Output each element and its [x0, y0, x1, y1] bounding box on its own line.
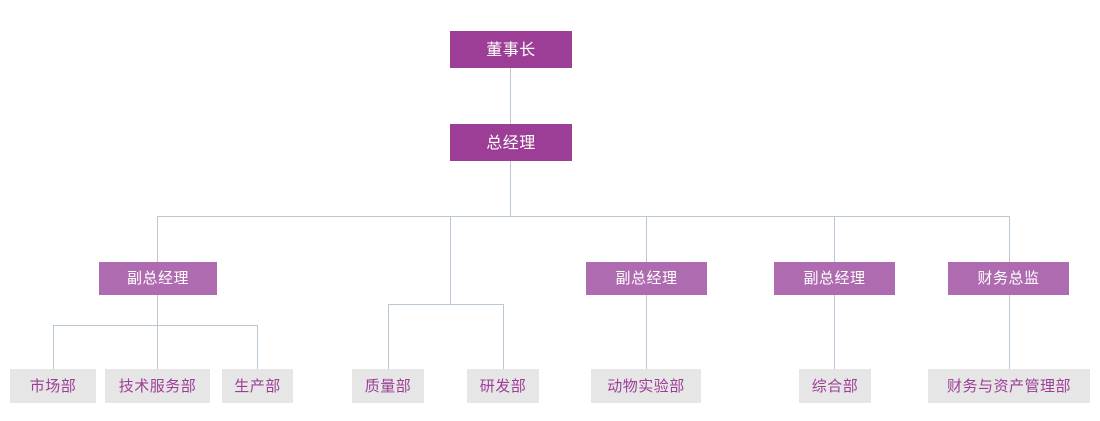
node-dept-production[interactable]: 生产部 [222, 369, 293, 403]
node-dept-tech-service-label: 技术服务部 [118, 376, 197, 395]
node-vice-general-manager-3-label: 副总经理 [803, 269, 866, 287]
connector-vp1-to-production [257, 325, 258, 369]
connector-level3-bar [157, 216, 1010, 217]
connector-branch-to-quality [388, 304, 389, 369]
node-chairman[interactable]: 董事长 [450, 31, 572, 68]
connector-vp1-bar [53, 325, 258, 326]
node-general-manager[interactable]: 总经理 [450, 124, 572, 161]
node-vice-general-manager-3[interactable]: 副总经理 [774, 262, 895, 295]
connector-gm-stem [510, 161, 511, 216]
node-general-manager-label: 总经理 [486, 132, 536, 152]
connector-qa-rd-bar [388, 304, 504, 305]
node-dept-general-affairs-label: 综合部 [811, 376, 859, 395]
connector-bar-to-vp1 [157, 216, 158, 262]
node-dept-rd[interactable]: 研发部 [467, 369, 539, 403]
node-chairman-label: 董事长 [486, 39, 536, 59]
node-dept-quality[interactable]: 质量部 [352, 369, 424, 403]
node-dept-finance-asset[interactable]: 财务与资产管理部 [928, 369, 1090, 403]
connector-vp4-to-finance-asset [1009, 295, 1010, 369]
node-dept-rd-label: 研发部 [479, 376, 527, 395]
connector-chairman-to-gm [510, 68, 511, 124]
node-dept-marketing-label: 市场部 [29, 376, 77, 395]
connector-branch-to-rd [503, 304, 504, 369]
node-finance-director-label: 财务总监 [977, 269, 1040, 287]
node-dept-animal-lab[interactable]: 动物实验部 [591, 369, 701, 403]
node-vice-general-manager-2-label: 副总经理 [615, 269, 678, 287]
connector-vp1-to-marketing [53, 325, 54, 369]
node-dept-production-label: 生产部 [234, 376, 281, 395]
node-dept-tech-service[interactable]: 技术服务部 [105, 369, 210, 403]
connector-bar-to-vp2 [646, 216, 647, 262]
connector-vp3-to-general-affairs [834, 295, 835, 369]
connector-vp2-to-animal-lab [646, 295, 647, 369]
connector-vp1-stem [157, 295, 158, 325]
node-dept-marketing[interactable]: 市场部 [10, 369, 96, 403]
connector-bar-to-qa-rd-branch [450, 216, 451, 304]
node-vice-general-manager-1-label: 副总经理 [126, 269, 189, 287]
node-vice-general-manager-2[interactable]: 副总经理 [586, 262, 707, 295]
connector-bar-to-vp4 [1009, 216, 1010, 262]
node-dept-general-affairs[interactable]: 综合部 [799, 369, 871, 403]
node-dept-finance-asset-label: 财务与资产管理部 [946, 376, 1071, 395]
node-finance-director[interactable]: 财务总监 [948, 262, 1069, 295]
node-vice-general-manager-1[interactable]: 副总经理 [99, 262, 217, 295]
node-dept-quality-label: 质量部 [364, 376, 412, 395]
connector-bar-to-vp3 [834, 216, 835, 262]
connector-vp1-to-tech-service [157, 325, 158, 369]
node-dept-animal-lab-label: 动物实验部 [607, 376, 685, 395]
